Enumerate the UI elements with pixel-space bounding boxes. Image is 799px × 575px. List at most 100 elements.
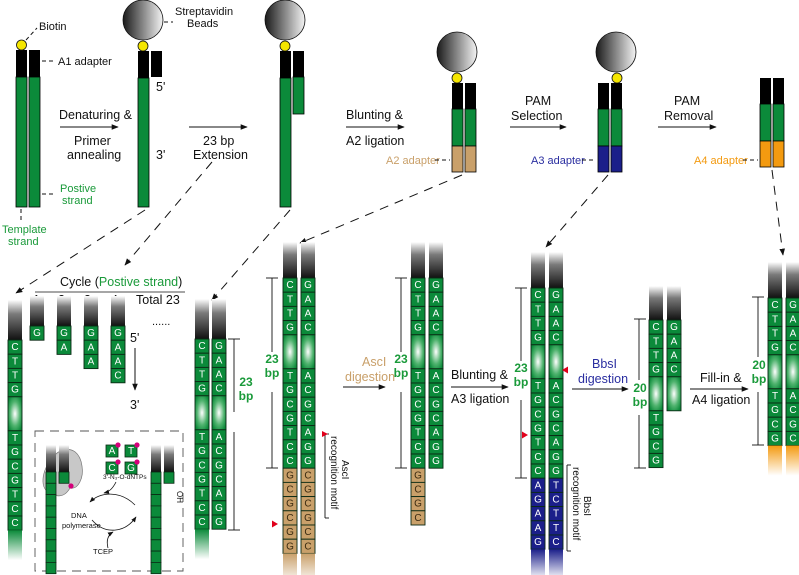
nucleotide-letter: G: [432, 442, 440, 453]
nucleotide-letter: C: [304, 414, 311, 425]
bp-label-23-b-2: bp: [265, 366, 280, 380]
nucleotide-letter: G: [670, 322, 678, 333]
bottom-strands: CTTGTGCGTCCGAACACGCAGGCTTGTGCGTCCGCGCGGG…: [194, 242, 799, 575]
nucleotide-letter: A: [553, 438, 560, 449]
three-prime-label: 3': [156, 148, 165, 162]
nucleotide-letter: T: [653, 336, 659, 347]
nucleotide-cell: [428, 453, 444, 469]
nucleotide-cell: [45, 528, 57, 541]
nucleotide-letter: G: [652, 456, 660, 467]
azido-group-icon: [115, 459, 121, 465]
nucleotide-letter: G: [432, 280, 440, 291]
strand-gap: [785, 354, 799, 390]
inset-strands: [45, 445, 175, 575]
asci-step-line-2: digestion: [345, 370, 395, 384]
nucleotide-letter: T: [199, 489, 205, 500]
nucleotide-letter: A: [115, 357, 122, 368]
nucleotide-cell: [150, 494, 162, 507]
bbsi-motif-label-2: recognition motif: [570, 467, 581, 541]
strand-gap: [767, 354, 783, 390]
step-denaturing: Denaturing & Primer annealing: [59, 108, 133, 162]
strand-gap: [410, 334, 426, 370]
step-extension: 23 bp Extension: [189, 124, 248, 162]
nucleotide-letter: A: [433, 371, 440, 382]
bottom-row: CTTGTGCGTCCGAACACGCAGGCTTGTGCGTCCGCGCGGG…: [194, 242, 799, 575]
dntp-letter: G: [127, 463, 135, 474]
asci-motif-label-1: AscI: [339, 460, 350, 479]
nucleotide-letter: C: [304, 527, 311, 538]
nucleotide-letter: T: [535, 381, 541, 392]
bbsi-motif-label-1: BbsI: [581, 496, 592, 516]
nucleotide-letter: G: [552, 466, 560, 477]
nucleotide-letter: G: [789, 300, 797, 311]
stage-a3-ligated: A3 adapter: [531, 31, 637, 173]
nucleotide-letter: G: [552, 409, 560, 420]
nucleotide-letter: G: [304, 399, 312, 410]
step-2-line-1: 23 bp: [203, 134, 234, 148]
strand-fade-top: [301, 242, 315, 278]
nucleotide-letter: G: [652, 427, 660, 438]
nucleotide-letter: G: [286, 323, 294, 334]
biotin-icon: [137, 40, 149, 52]
nucleotide-letter: G: [11, 447, 19, 458]
nucleotide-letter: T: [653, 413, 659, 424]
a1-adapter-right: [29, 50, 40, 77]
step-3-line-1: Blunting &: [346, 108, 404, 122]
nucleotide-letter: G: [432, 456, 440, 467]
nucleotide-cell: [45, 471, 57, 484]
nucleotide-cell: [110, 368, 126, 384]
nucleotide-letter: T: [199, 370, 205, 381]
positive-strand-label-2: strand: [62, 195, 93, 207]
cycle-panel: Cycle (Postive strand) 1 2 3 4 Total 23 …: [7, 275, 185, 575]
nucleotide-cell: [58, 471, 70, 484]
nucleotide-letter: T: [772, 329, 778, 340]
nucleotide-letter: T: [415, 309, 421, 320]
nucleotide-letter: T: [12, 490, 18, 501]
nucleotide-letter: A: [305, 309, 312, 320]
strand-fade-tail: [768, 445, 782, 476]
nucleotide-letter: T: [415, 294, 421, 305]
connector-lines: [15, 161, 785, 301]
dntp-letter: T: [128, 446, 134, 457]
dntp-letter: A: [109, 446, 116, 457]
nucleotide-letter: G: [414, 470, 422, 481]
strand-fade-top: [59, 445, 69, 472]
cut-site-marker: [322, 431, 328, 437]
nucleotide-letter: G: [286, 470, 294, 481]
nucleotide-letter: A: [535, 509, 542, 520]
nucleotide-letter: A: [671, 351, 678, 362]
nucleotide-letter: C: [771, 419, 778, 430]
polymerase-label-2: polymerase: [62, 521, 101, 530]
nucleotide-letter: C: [286, 456, 293, 467]
strand-fade-top: [84, 296, 98, 326]
nucleotide-letter: C: [670, 365, 677, 376]
azido-group-icon: [68, 483, 74, 489]
cut-site-marker: [272, 520, 278, 528]
nucleotide-letter: C: [552, 537, 559, 548]
nucleotide-letter: T: [553, 523, 559, 534]
nucleotide-letter: C: [789, 405, 796, 416]
nucleotide-letter: G: [215, 503, 223, 514]
asci-motif-label-2: recognition motif: [328, 436, 339, 510]
nucleotide-letter: G: [87, 328, 95, 339]
nucleotide-letter: C: [552, 395, 559, 406]
strand-gap: [194, 395, 210, 431]
bp-label-23-a-2: bp: [239, 389, 254, 403]
biotin-icon: [16, 39, 27, 51]
streptavidin-bead-icon: [122, 0, 164, 41]
nucleotide-letter: C: [286, 485, 293, 496]
nucleotide-letter: C: [304, 499, 311, 510]
nucleotide-letter: G: [652, 365, 660, 376]
nucleotide-cell: [83, 353, 99, 370]
nucleotide-cell: [410, 510, 426, 526]
template-strand-label-2: strand: [8, 236, 39, 248]
nucleotide-letter: A: [433, 294, 440, 305]
nucleotide-letter: C: [11, 461, 18, 472]
nucleotide-letter: A: [305, 294, 312, 305]
nucleotide-letter: C: [552, 495, 559, 506]
nucleotide-letter: G: [534, 537, 542, 548]
nucleotide-cell: [45, 516, 57, 529]
